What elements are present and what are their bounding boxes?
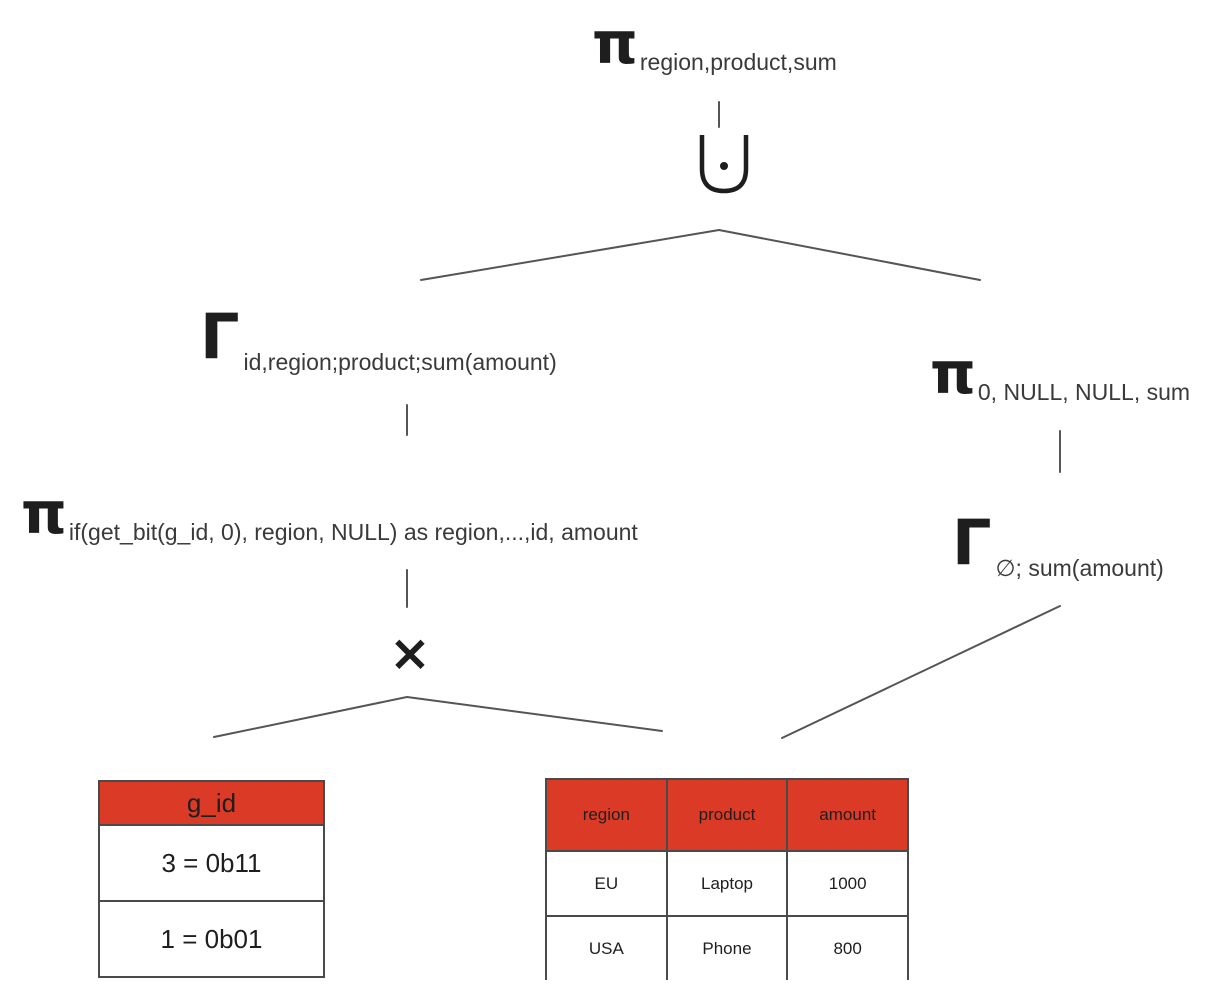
left-aggregation-node: Γ id,region;product;sum(amount) (200, 300, 557, 374)
edge-cross-to-data-table (406, 696, 663, 732)
edge-cross-to-gid-table (213, 696, 408, 738)
gid-table-header: g_id (98, 780, 325, 826)
left-projection-node: π if(get_bit(g_id, 0), region, NULL) as … (21, 479, 638, 547)
table-cell: 1000 (786, 850, 909, 917)
pi-symbol: π (592, 9, 638, 77)
gid-cell: 3 = 0b11 (98, 824, 325, 902)
data-table: region product amount EU Laptop 1000 USA… (545, 778, 909, 980)
gid-table: g_id 3 = 0b11 1 = 0b01 (98, 780, 325, 978)
right-aggregation-subscript: ∅; sum(amount) (995, 555, 1164, 581)
edge-right-aggregation-to-data-table (781, 605, 1061, 739)
table-row: 3 = 0b11 (98, 824, 325, 902)
table-row: EU Laptop 1000 (545, 850, 909, 917)
table-cell: 800 (786, 915, 909, 980)
gid-cell: 1 = 0b01 (98, 900, 325, 978)
right-projection-node: π 0, NULL, NULL, sum (930, 339, 1191, 407)
root-projection-subscript: region,product,sum (639, 49, 837, 75)
left-projection-subscript: if(get_bit(g_id, 0), region, NULL) as re… (68, 519, 638, 545)
edge-union-to-left-aggregation (420, 229, 720, 281)
table-cell: Laptop (665, 850, 789, 917)
gamma-symbol: Γ (200, 300, 240, 373)
table-row: USA Phone 800 (545, 915, 909, 980)
cross-symbol: × (389, 624, 431, 682)
cross-product-node: × (389, 628, 431, 678)
column-header-product: product (665, 778, 789, 852)
right-aggregation-node: Γ ∅; sum(amount) (952, 506, 1164, 580)
table-cell: USA (545, 915, 668, 980)
edge-union-to-right-projection (718, 229, 981, 281)
gamma-symbol: Γ (952, 506, 992, 579)
column-header-amount: amount (786, 778, 909, 852)
pi-symbol: π (930, 339, 976, 407)
root-projection-node: π region,product,sum (592, 9, 837, 77)
table-cell: Phone (665, 915, 789, 980)
table-cell: EU (545, 850, 668, 917)
disjoint-union-symbol (699, 135, 749, 194)
pi-symbol: π (21, 479, 67, 547)
right-projection-subscript: 0, NULL, NULL, sum (977, 379, 1191, 405)
column-header-region: region (545, 778, 668, 852)
left-aggregation-subscript: id,region;product;sum(amount) (243, 349, 557, 375)
table-row: 1 = 0b01 (98, 900, 325, 978)
